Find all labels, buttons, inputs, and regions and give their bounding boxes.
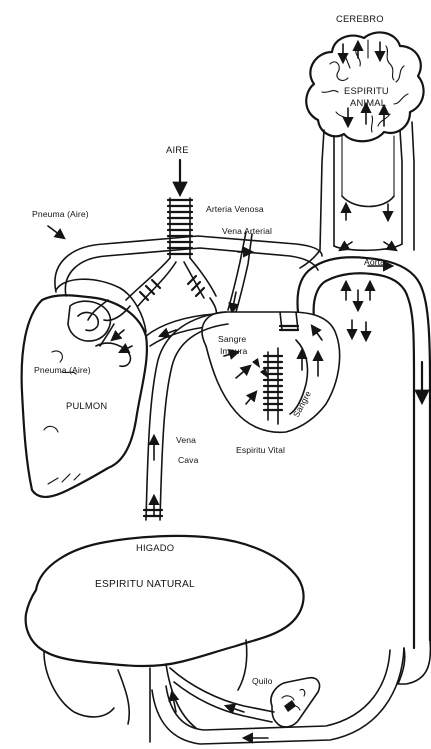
label-pneuma-lower: Pneuma (Aire) [34, 365, 91, 375]
liver-outline [26, 536, 304, 666]
label-aire: AIRE [166, 144, 189, 155]
label-espiritu-vital: Espiritu Vital [236, 445, 285, 455]
carotid-vessels [300, 122, 414, 268]
label-pulmon: PULMON [66, 400, 107, 411]
label-higado: HIGADO [136, 542, 174, 553]
liver [26, 536, 304, 742]
label-sangre-impura-1: Sangre [218, 334, 246, 344]
label-sangre-impura-2: Impura [220, 346, 247, 356]
heart [202, 312, 340, 432]
label-espiritu-animal-2: ANIMAL [350, 97, 386, 108]
lung-outline [22, 295, 147, 497]
label-aorta: Aorta [364, 257, 385, 267]
label-quilo: Quilo [252, 676, 273, 686]
label-espiritu-natural: ESPIRITU NATURAL [95, 579, 195, 590]
lung [22, 279, 147, 497]
label-arteria-venosa: Arteria Venosa [206, 204, 264, 214]
label-pneuma-top: Pneuma (Aire) [32, 209, 89, 219]
label-vena-cava-1: Vena [176, 435, 196, 445]
label-vena-cava-2: Cava [178, 455, 199, 465]
intestine-quilo [170, 668, 320, 727]
label-espiritu-animal-1: ESPIRITU [344, 85, 389, 96]
trachea [104, 160, 217, 320]
brain-spirit-flow-arrows [343, 42, 384, 126]
heart-outline [202, 312, 340, 432]
arteria-venosa-vessel [48, 226, 322, 296]
label-cerebro: CEREBRO [336, 13, 384, 24]
label-vena-arterial: Vena Arterial [222, 226, 272, 236]
